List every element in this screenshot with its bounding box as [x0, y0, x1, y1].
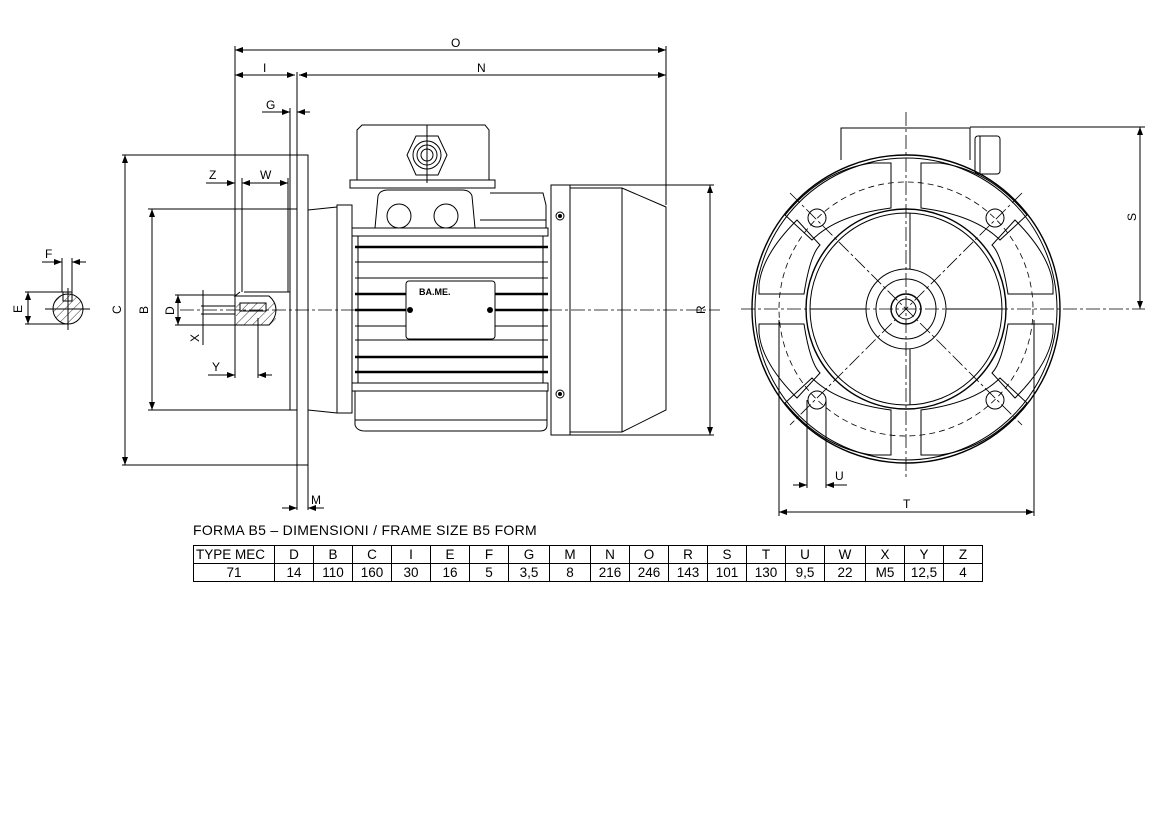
brand-plate	[405, 280, 496, 340]
table-cell: M5	[865, 563, 905, 582]
motor-body: BA.ME.	[351, 227, 549, 432]
table-cell: 14	[274, 563, 314, 582]
column-header: F	[469, 545, 509, 564]
column-header: U	[785, 545, 825, 564]
dim-label-b: B	[137, 306, 151, 314]
table-cell: 12,5	[904, 563, 944, 582]
column-header: R	[668, 545, 708, 564]
dimensions-front: S T U	[778, 126, 1145, 516]
table-cell: 143	[668, 563, 708, 582]
dim-label-i: I	[263, 61, 266, 75]
column-header: C	[352, 545, 392, 564]
column-header: E	[430, 545, 470, 564]
table-caption: FORMA B5 – DIMENSIONI / FRAME SIZE B5 FO…	[193, 522, 537, 538]
table-cell: 22	[824, 563, 866, 582]
table-cell: 30	[391, 563, 431, 582]
table-cell: 216	[590, 563, 630, 582]
column-header: I	[391, 545, 431, 564]
table-cell: 110	[313, 563, 353, 582]
dim-label-x: X	[188, 334, 202, 342]
table-cell: 160	[352, 563, 392, 582]
table-cell: 16	[430, 563, 470, 582]
column-header: TYPE MEC	[193, 545, 275, 564]
column-header: S	[707, 545, 747, 564]
dim-label-n: N	[477, 61, 486, 75]
column-header: T	[746, 545, 786, 564]
dim-label-m: M	[311, 493, 321, 507]
table-cell: 130	[746, 563, 786, 582]
column-header: N	[590, 545, 630, 564]
dim-label-r: R	[694, 305, 708, 314]
side-view: BA.ME.	[45, 124, 720, 466]
column-header: Y	[904, 545, 944, 564]
table-cell: 5	[469, 563, 509, 582]
table-cell: 8	[549, 563, 591, 582]
column-header: G	[508, 545, 550, 564]
dim-label-f: F	[45, 247, 52, 261]
table-cell: 246	[629, 563, 669, 582]
column-header: B	[313, 545, 353, 564]
dim-label-e: E	[11, 305, 25, 313]
brand-plate-text: BA.ME.	[419, 287, 451, 297]
table-cell: 3,5	[508, 563, 550, 582]
table-cell: 71	[193, 563, 275, 582]
fan-cover	[550, 184, 667, 436]
dim-label-g: G	[266, 98, 275, 112]
dim-label-z: Z	[209, 168, 216, 182]
front-view	[741, 112, 1145, 478]
column-header: M	[549, 545, 591, 564]
column-header: D	[274, 545, 314, 564]
column-header: W	[824, 545, 866, 564]
dim-label-c: C	[110, 305, 124, 314]
dim-label-s: S	[1125, 213, 1139, 221]
column-header: O	[629, 545, 669, 564]
dim-label-o: O	[451, 36, 460, 50]
table-cell: 9,5	[785, 563, 825, 582]
table-cell: 4	[943, 563, 983, 582]
column-header: Z	[943, 545, 983, 564]
column-header: X	[865, 545, 905, 564]
dim-label-d: D	[163, 306, 177, 315]
terminal-box	[349, 124, 547, 229]
end-shield	[336, 204, 353, 414]
shaft	[233, 291, 290, 326]
table-cell: 101	[707, 563, 747, 582]
dim-label-t: T	[903, 497, 911, 511]
dim-label-u: U	[835, 469, 844, 483]
dim-label-w: W	[260, 168, 272, 182]
dim-label-y: Y	[212, 360, 220, 374]
dimensions-side: O I N G Z W F E C B D X Y M R	[11, 36, 714, 511]
flange-spigot	[289, 208, 298, 411]
